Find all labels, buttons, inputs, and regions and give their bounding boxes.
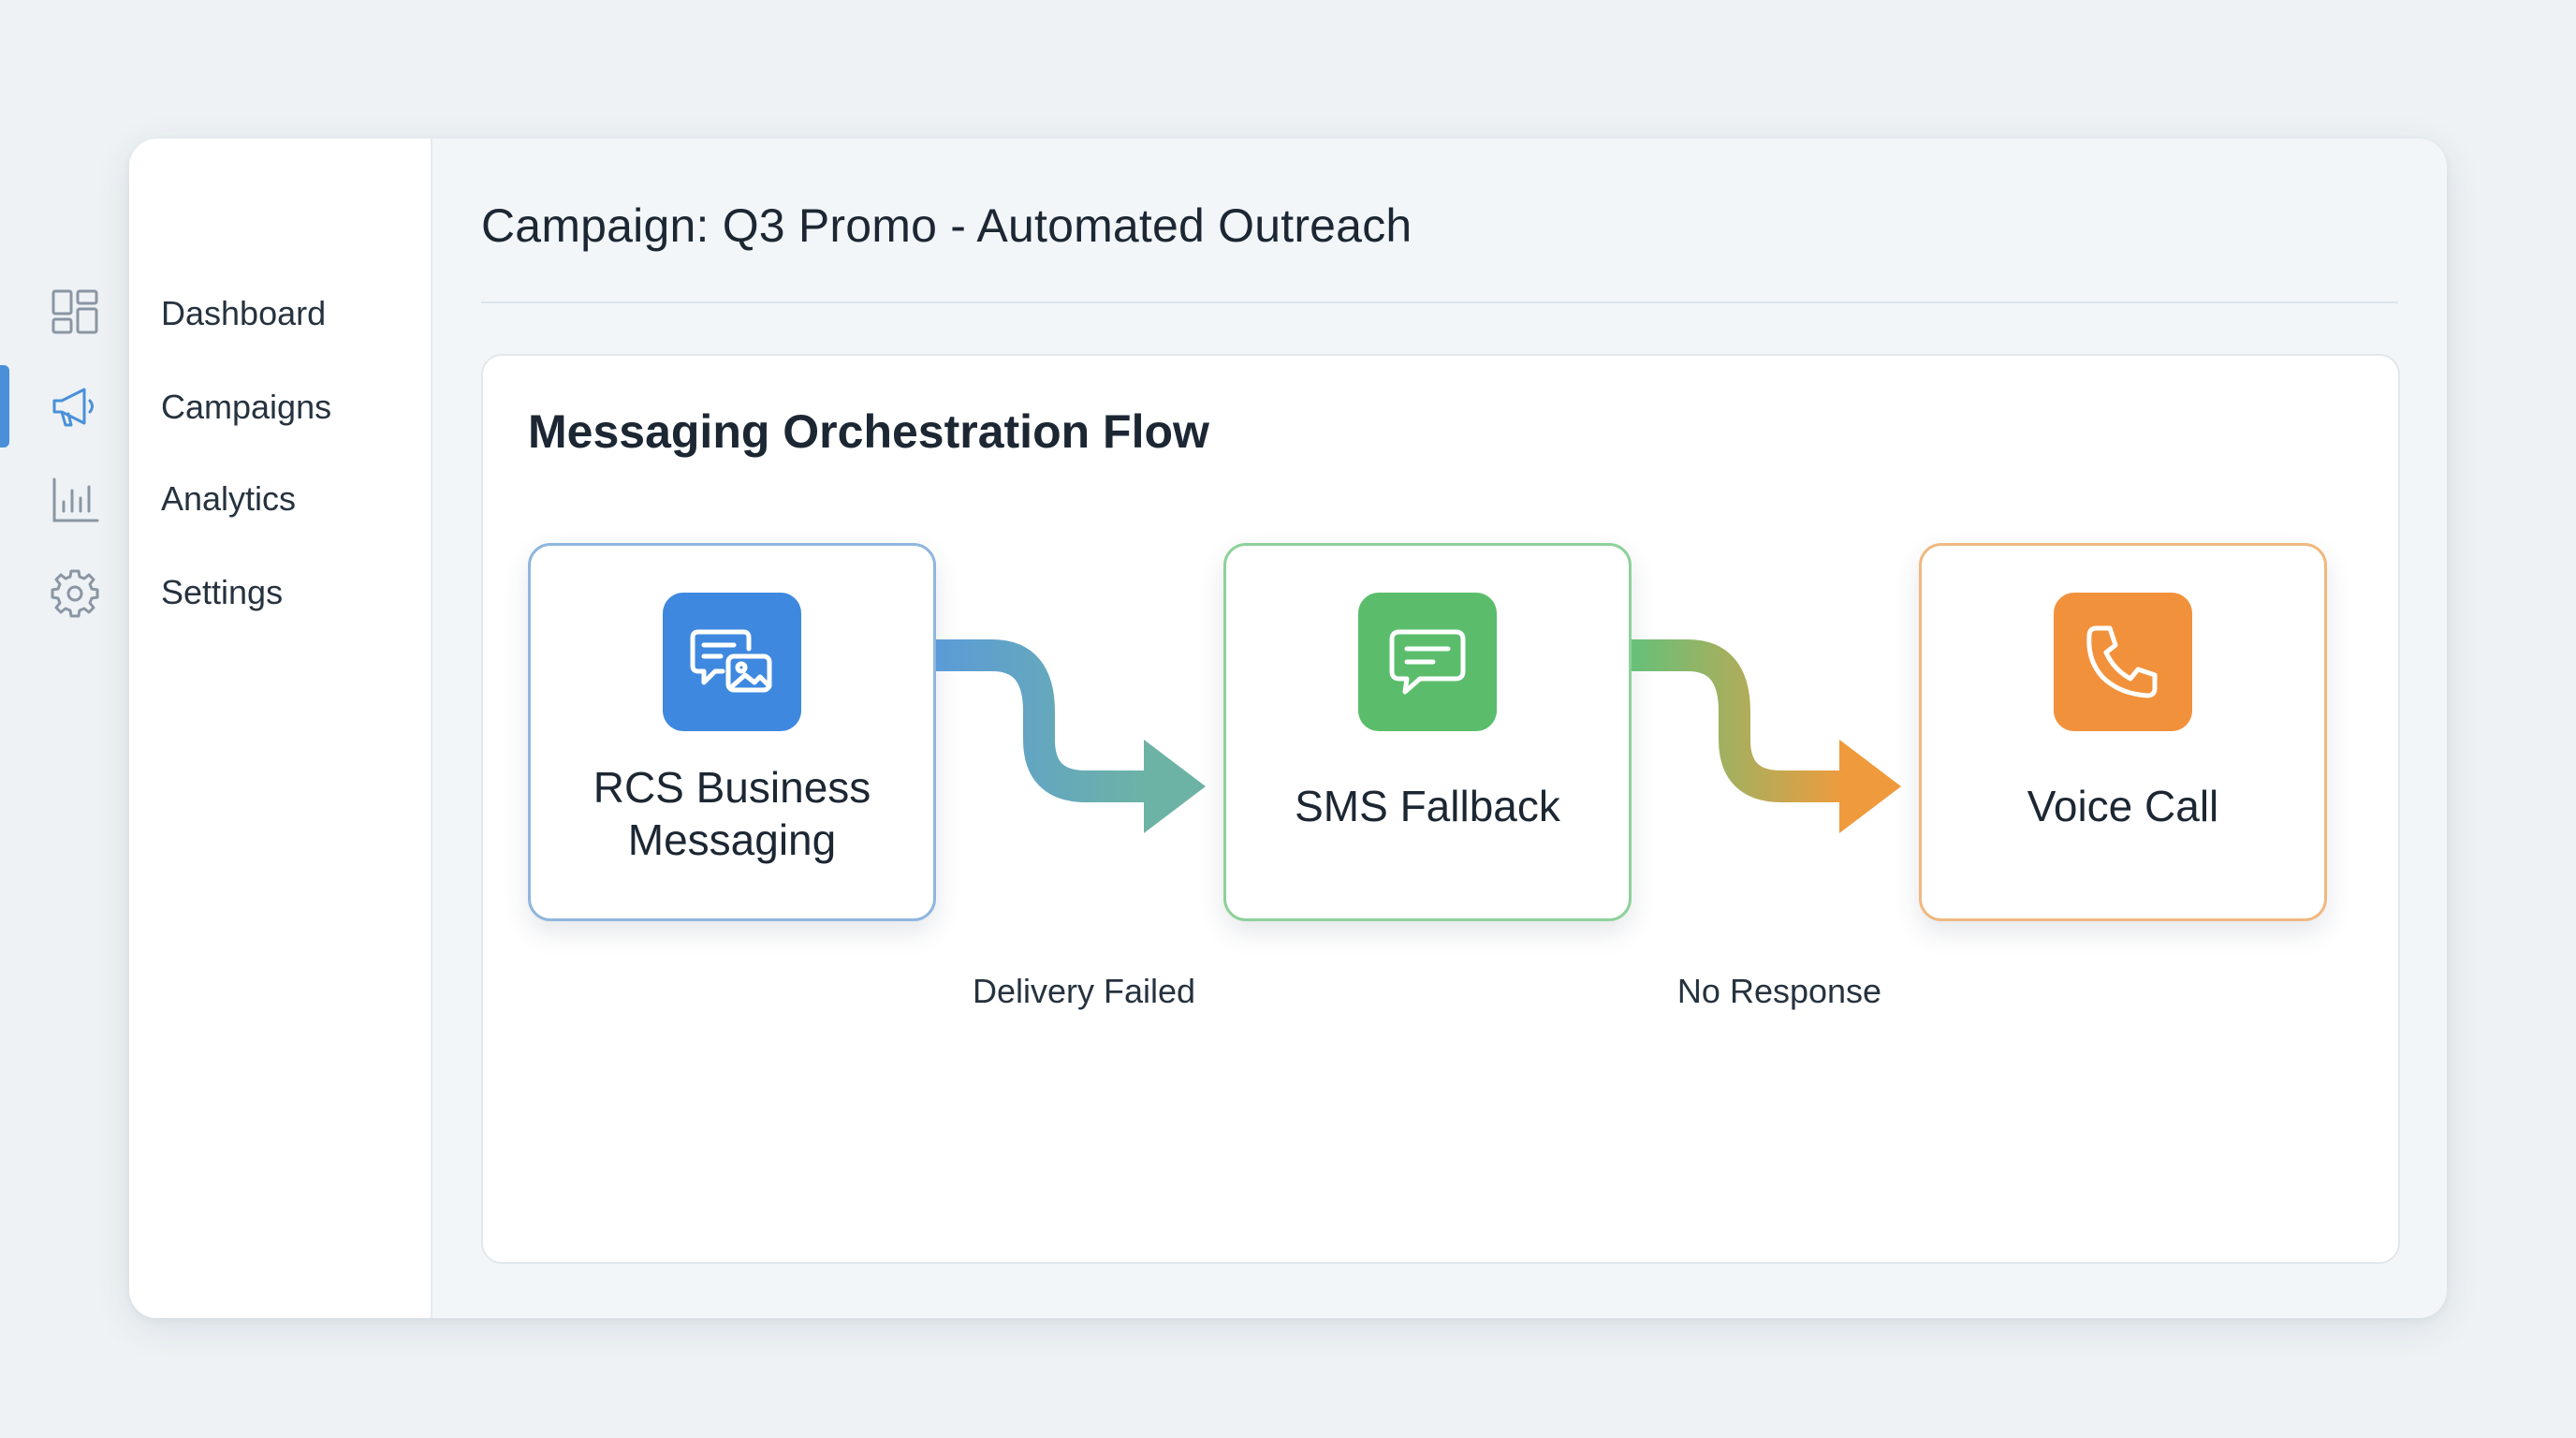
app-window: Dashboard Campaigns Analytics Settings C…	[129, 139, 2447, 1318]
sidebar-item-label: Dashboard	[161, 294, 327, 332]
phone-icon	[2054, 593, 2192, 731]
flow-arrow-2	[1632, 627, 1912, 852]
title-divider	[481, 301, 2398, 303]
rcs-chat-image-icon	[663, 593, 801, 731]
flow-step-voice[interactable]: Voice Call	[1919, 543, 2327, 921]
flow-arrow-1	[936, 627, 1217, 852]
condition-label-no-response: No Response	[1676, 972, 1882, 1010]
flow-step-label-line: RCS Business	[593, 763, 871, 812]
page-title: Campaign: Q3 Promo - Automated Outreach	[481, 199, 1412, 252]
flow-step-label-line: Messaging	[627, 815, 837, 864]
active-nav-indicator	[0, 365, 9, 448]
analytics-icon[interactable]	[49, 474, 101, 526]
sidebar-item-label: Analytics	[161, 479, 297, 518]
condition-label-delivery-failed: Delivery Failed	[972, 972, 1196, 1010]
flow-step-rcs[interactable]: RCS Business Messaging	[528, 543, 936, 921]
gear-icon[interactable]	[49, 567, 101, 620]
flow-title: Messaging Orchestration Flow	[528, 405, 1209, 458]
sms-message-icon	[1358, 593, 1497, 731]
megaphone-icon[interactable]	[49, 380, 101, 433]
sidebar-item-analytics[interactable]: Analytics	[129, 466, 431, 532]
sidebar-item-label: Settings	[161, 573, 284, 611]
sidebar-item-dashboard[interactable]: Dashboard	[129, 281, 431, 346]
sidebar-item-settings[interactable]: Settings	[129, 560, 431, 625]
main-content: Campaign: Q3 Promo - Automated Outreach …	[432, 139, 2447, 1318]
flow-step-label: RCS Business Messaging	[531, 761, 933, 866]
dashboard-icon[interactable]	[49, 286, 101, 339]
flow-step-sms[interactable]: SMS Fallback	[1223, 543, 1632, 921]
orchestration-flow-card: Messaging Orchestration Flow RCS Bu	[481, 354, 2400, 1264]
sidebar: Dashboard Campaigns Analytics Settings	[129, 139, 432, 1318]
sidebar-item-label: Campaigns	[161, 388, 332, 426]
flow-step-label: Voice Call	[2027, 782, 2219, 830]
sidebar-item-campaigns[interactable]: Campaigns	[129, 374, 431, 440]
flow-step-label: SMS Fallback	[1295, 782, 1560, 830]
